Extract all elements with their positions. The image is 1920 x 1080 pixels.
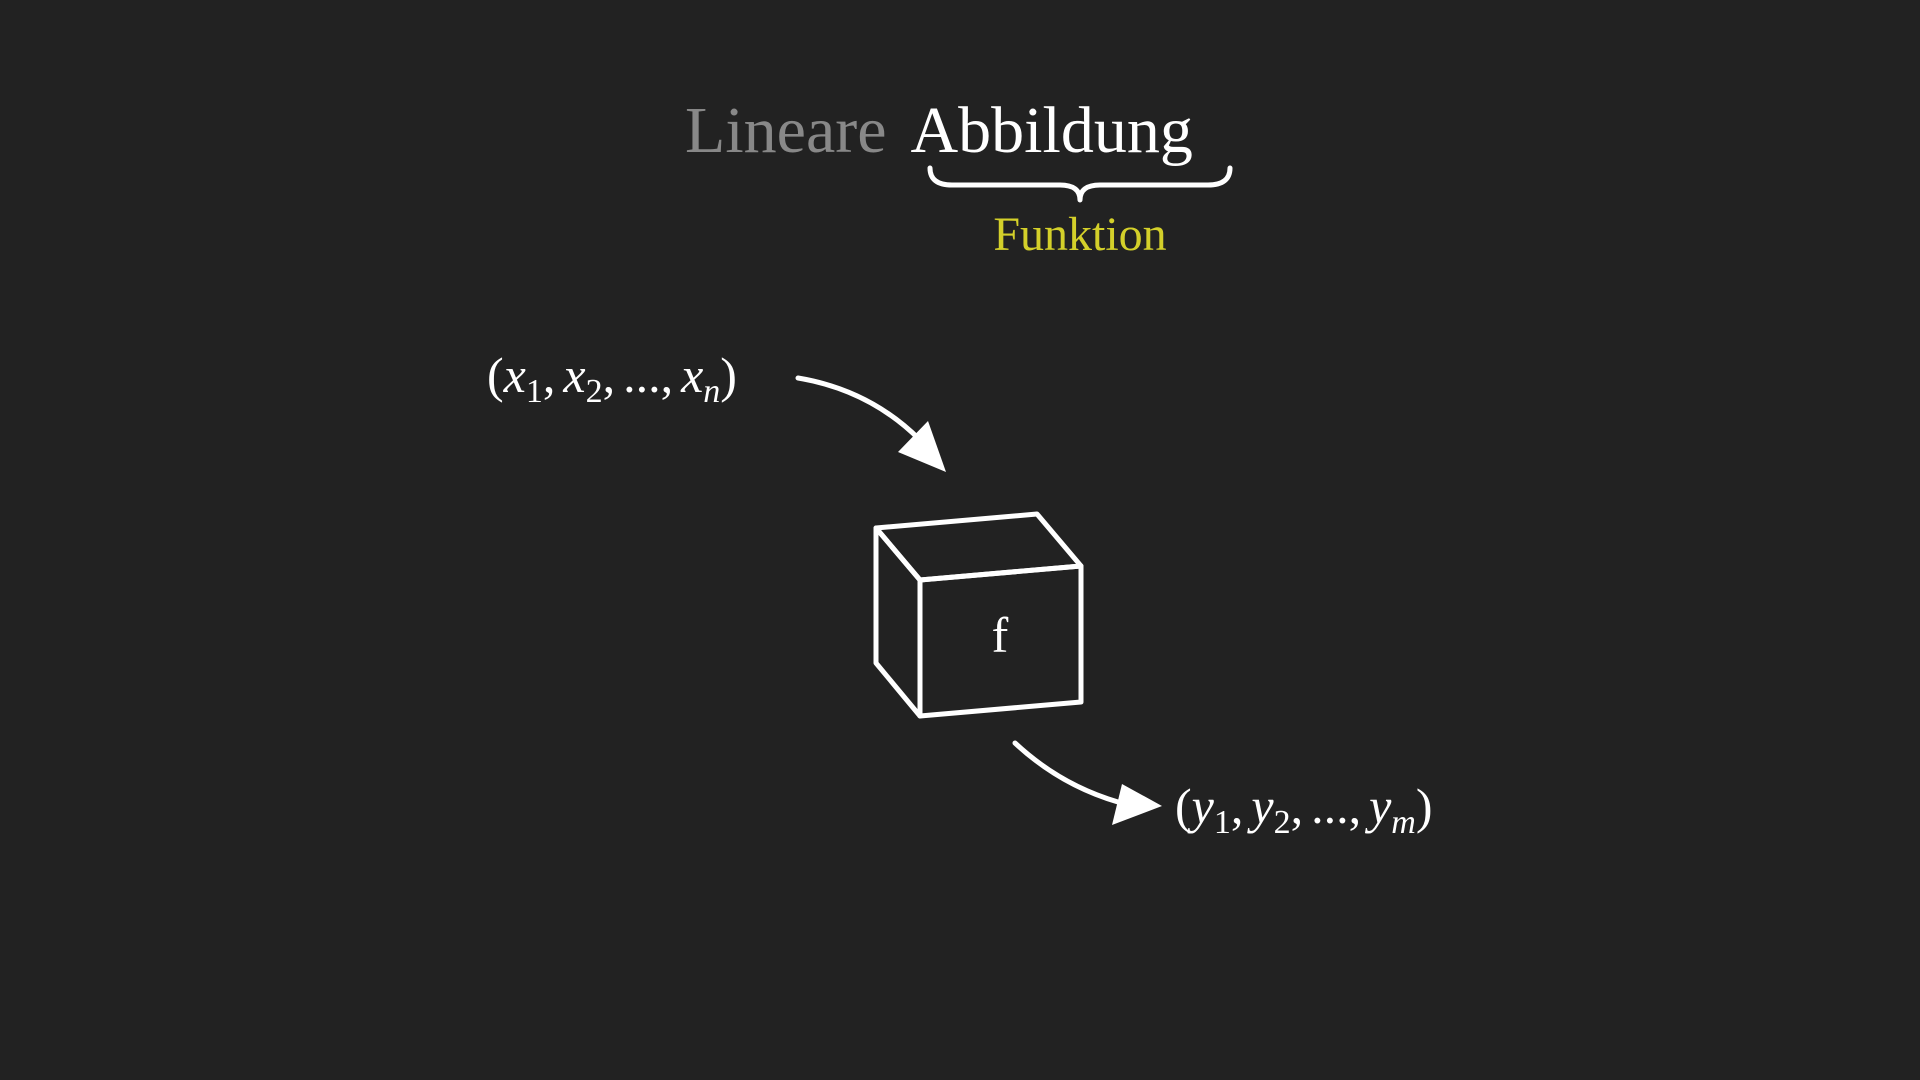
input-tuple: (x1,x2,...,xn) (487, 347, 737, 410)
title-lineare: Lineare (685, 94, 887, 167)
output-arrow-curve (1012, 740, 1121, 805)
output-tuple: (y1,y2,...,ym) (1175, 778, 1432, 841)
input-arrow-curve (795, 375, 923, 443)
output-comma-3: , (1349, 778, 1362, 834)
underbrace (927, 165, 1233, 203)
output-var-m: y (1364, 778, 1392, 834)
input-var-2: x (562, 347, 585, 403)
function-box (873, 511, 1084, 719)
output-sub-1: 1 (1214, 804, 1231, 841)
box-label-f: f (992, 607, 1009, 663)
output-comma-1: , (1231, 778, 1244, 834)
input-sub-n: n (703, 373, 720, 410)
output-var-1: y (1187, 778, 1215, 834)
output-close-paren: ) (1416, 778, 1433, 834)
input-var-1: x (503, 347, 526, 403)
output-sub-2: 2 (1274, 804, 1291, 841)
title-abbildung: Abbildung (911, 94, 1193, 167)
input-sub-2: 2 (586, 373, 603, 410)
input-ellipsis: ... (623, 347, 661, 403)
box-left-face (873, 525, 923, 719)
input-open-paren: ( (487, 347, 504, 403)
input-comma-1: , (543, 347, 556, 403)
output-open-paren: ( (1175, 778, 1192, 834)
input-var-n: x (680, 347, 703, 403)
output-comma-2: , (1291, 778, 1304, 834)
input-sub-1: 1 (526, 373, 543, 410)
output-ellipsis: ... (1311, 778, 1349, 834)
input-comma-2: , (603, 347, 616, 403)
input-comma-3: , (661, 347, 674, 403)
input-close-paren: ) (720, 347, 737, 403)
output-arrowhead (1112, 784, 1162, 825)
brace-label-funktion: Funktion (993, 208, 1166, 261)
output-var-2: y (1246, 778, 1274, 834)
output-sub-m: m (1391, 804, 1416, 841)
input-arrowhead (898, 421, 946, 472)
